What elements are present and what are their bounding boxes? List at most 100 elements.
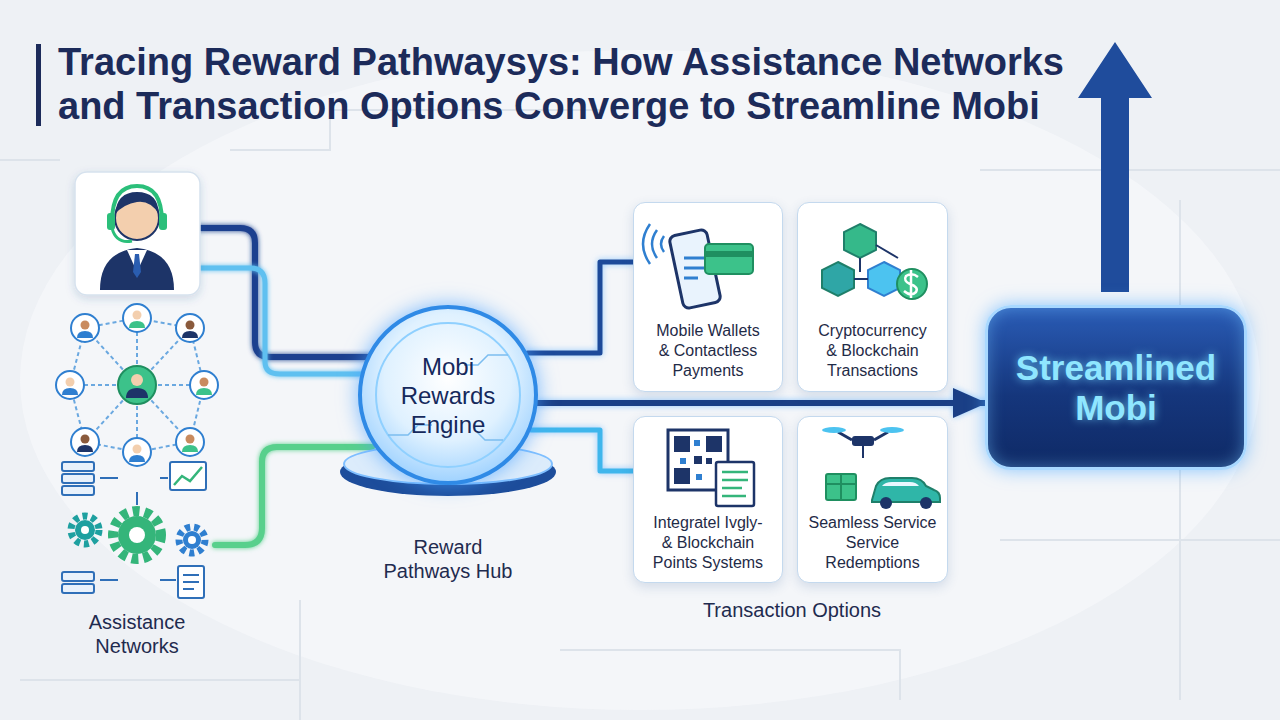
server-unit xyxy=(62,462,94,471)
card-stripe xyxy=(705,251,753,257)
person-circle xyxy=(190,371,218,399)
gear-teeth xyxy=(179,527,205,553)
person-circle xyxy=(118,366,156,404)
cube xyxy=(868,262,900,296)
gear xyxy=(75,520,95,540)
qr-cell xyxy=(706,458,712,464)
up-arrow xyxy=(1078,42,1152,292)
person xyxy=(123,438,151,466)
car-body xyxy=(872,478,940,502)
node-text: Mobile Wallets & Contactless Payments xyxy=(651,321,766,381)
document-lines xyxy=(183,575,199,589)
qr-cell xyxy=(694,456,702,464)
hub-inner-ring xyxy=(376,323,520,467)
person-body xyxy=(182,445,198,452)
network-people xyxy=(56,304,218,466)
flow-line xyxy=(200,228,375,357)
drone-line xyxy=(862,446,864,458)
person-body xyxy=(129,321,145,328)
diagram-title: Tracing Reward Pathwaysys: How Assistanc… xyxy=(58,40,1118,128)
node-text: Integratel Ivgly- & Blockchain Points Sy… xyxy=(649,513,767,573)
chain-link xyxy=(854,245,898,279)
person-head xyxy=(131,374,143,386)
node-text: Cryptocurrency & Blockchain Transactions xyxy=(815,321,930,381)
headset-ear xyxy=(107,213,115,230)
person-body xyxy=(126,388,148,398)
cube xyxy=(844,224,876,258)
connector xyxy=(531,430,633,471)
document-icon xyxy=(178,566,204,598)
person-head xyxy=(200,378,209,387)
node-text: Mobi Rewards Engine xyxy=(388,352,508,439)
receipt-lines xyxy=(722,472,748,496)
person-circle xyxy=(71,428,99,456)
person xyxy=(56,371,84,399)
person-body xyxy=(77,331,93,338)
gear-hub xyxy=(81,526,89,534)
qr-cell xyxy=(674,468,690,484)
person-circle xyxy=(56,371,84,399)
headset-mic xyxy=(112,228,132,241)
gear xyxy=(183,531,201,549)
flow-line xyxy=(200,268,362,374)
person xyxy=(176,428,204,456)
person xyxy=(176,314,204,342)
coin xyxy=(897,269,927,299)
person-body xyxy=(62,388,78,395)
circuit-trace xyxy=(0,110,1280,720)
option-box: Cryptocurrency & Blockchain Transactions xyxy=(797,202,948,392)
qr-icon xyxy=(668,430,754,506)
person-head xyxy=(81,435,90,444)
person-head xyxy=(81,321,90,330)
car-wheel xyxy=(920,497,932,509)
qr-cell xyxy=(680,458,686,464)
hub-circle: Mobi Rewards EngineReward Pathways Hub xyxy=(358,305,538,485)
person-head xyxy=(66,378,75,387)
person xyxy=(190,371,218,399)
person-circle xyxy=(176,428,204,456)
chart-icon xyxy=(170,462,206,490)
currency-symbol xyxy=(904,270,918,298)
systems-link xyxy=(100,478,176,580)
icon-card xyxy=(75,172,200,295)
qr-cell xyxy=(694,440,700,446)
qr-frame xyxy=(668,430,728,490)
person-head xyxy=(133,445,142,454)
person-body xyxy=(196,388,212,395)
phone-icon xyxy=(669,229,722,309)
server-unit xyxy=(62,486,94,495)
person-circle xyxy=(176,314,204,342)
server-unit xyxy=(62,584,94,593)
person xyxy=(71,314,99,342)
server-unit xyxy=(62,572,94,581)
person xyxy=(123,304,151,332)
blockchain-icon xyxy=(822,224,927,299)
gear-hub xyxy=(188,536,196,544)
server-unit xyxy=(62,474,94,483)
node-text: Streamlined Mobi xyxy=(1001,348,1231,428)
option-box: Integratel Ivgly- & Blockchain Points Sy… xyxy=(633,416,783,583)
cube xyxy=(822,262,854,296)
chart-line xyxy=(174,467,202,485)
node-text: Seamless Service Service Redemptions xyxy=(805,513,940,573)
qr-cell xyxy=(706,436,722,452)
gear xyxy=(118,516,156,554)
person-head xyxy=(186,321,195,330)
person-body xyxy=(129,455,145,462)
car-window xyxy=(882,482,919,486)
qr-cell xyxy=(696,474,702,480)
connector xyxy=(528,262,633,353)
flow-arrow xyxy=(246,397,352,403)
person-circle xyxy=(123,438,151,466)
qr-cell xyxy=(674,436,690,452)
result-box: Streamlined Mobi xyxy=(985,305,1247,470)
hub-caption: Reward Pathways Hub xyxy=(373,535,523,583)
receipt xyxy=(716,462,754,506)
person-body xyxy=(77,445,93,452)
headset-ear xyxy=(159,213,167,230)
flow-line xyxy=(212,430,362,435)
gear-teeth xyxy=(71,516,99,544)
person xyxy=(71,428,99,456)
drone-rotor xyxy=(822,427,846,433)
